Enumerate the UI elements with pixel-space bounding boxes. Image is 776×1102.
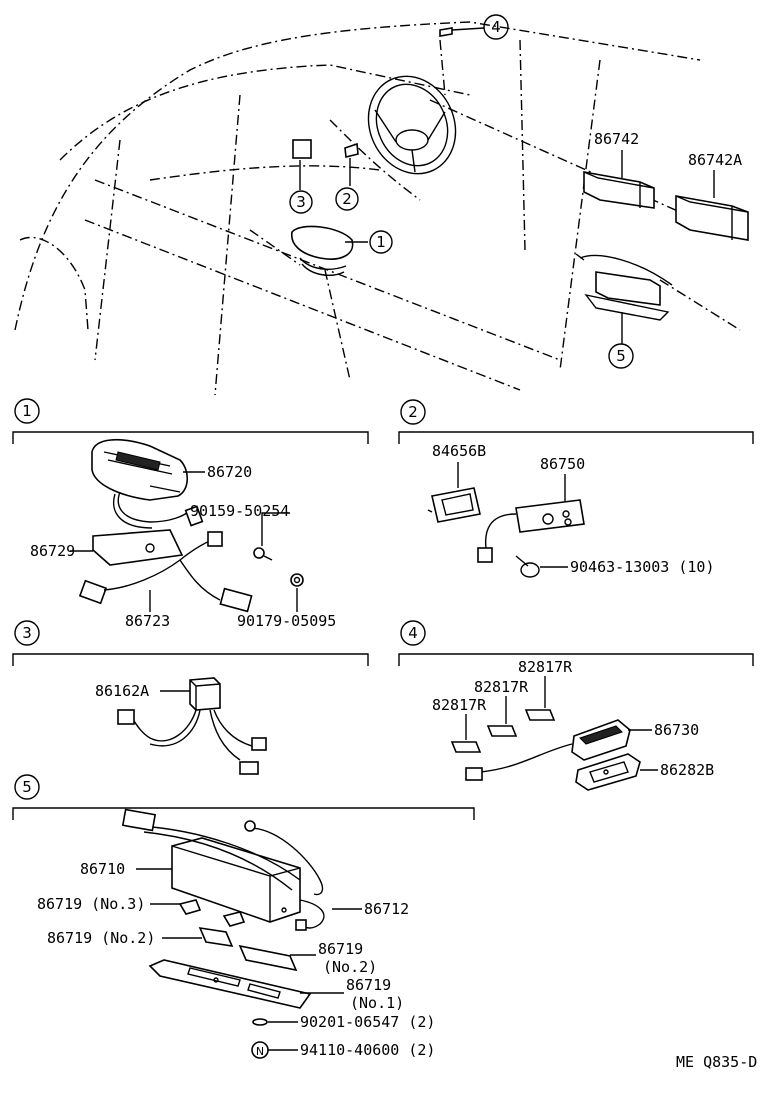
switch-86750-thumbnail [344, 142, 359, 158]
bracket-86719-no3-drawing [178, 899, 246, 927]
nut-90179-drawing [290, 573, 304, 587]
box-86742 [583, 171, 655, 209]
label-86710: 86710 [80, 860, 125, 878]
svg-text:4: 4 [408, 624, 418, 642]
label-86730: 86730 [654, 721, 699, 739]
label-86750: 86750 [540, 455, 585, 473]
bezel-84656b-drawing [427, 487, 481, 523]
bracket-86719-no2-left-drawing [198, 926, 234, 948]
svg-text:1: 1 [376, 233, 386, 251]
label-90201-06547: 90201-06547 (2) [300, 1013, 435, 1031]
label-86712: 86712 [364, 900, 409, 918]
module-86162a-drawing [117, 677, 267, 775]
handset-thumbnail [291, 225, 354, 276]
transceiver-86710-drawing [121, 808, 325, 931]
label-86729: 86729 [30, 542, 75, 560]
section-3: 3 86162A [12, 620, 369, 775]
callout-4: 4 [483, 14, 509, 40]
switch-86750-drawing [477, 499, 585, 563]
label-90463-13003: 90463-13003 (10) [570, 558, 715, 576]
section-2: 2 84656B 86750 90463-13003 (10) [398, 399, 754, 578]
vehicle-outline [14, 21, 741, 396]
nut-94110-drawing: N [251, 1041, 269, 1059]
label-86719-no2-right: 86719 [318, 940, 363, 958]
label-86162a: 86162A [95, 682, 149, 700]
drawing-code: ME Q835-D [676, 1053, 757, 1071]
callout-2: 2 [335, 187, 359, 211]
label-86719-no2-left: 86719 (No.2) [47, 929, 155, 947]
harness-86723-drawing [78, 531, 253, 613]
box-86742a [675, 195, 749, 241]
label-86742a: 86742A [688, 151, 742, 169]
map-lamp-thumbnail [439, 27, 453, 37]
label-86742: 86742 [594, 130, 639, 148]
label-no2-right-suffix: (No.2) [323, 958, 377, 976]
label-86723: 86723 [125, 612, 170, 630]
screw-90159-drawing [253, 547, 273, 561]
clamp-90463-drawing [515, 555, 540, 578]
svg-text:N: N [256, 1045, 264, 1058]
svg-text:3: 3 [296, 193, 306, 211]
callout-1: 1 [369, 230, 393, 254]
bracket-86729-drawing [92, 529, 184, 566]
section-4: 4 82817R 82817R 82817R 86730 86282B [398, 620, 754, 791]
label-82817r-3: 82817R [518, 658, 573, 676]
label-86719-no1: 86719 [346, 976, 391, 994]
steering-wheel-drawing [367, 75, 457, 175]
label-86719-no3: 86719 (No.3) [37, 895, 145, 913]
label-82817r-1: 82817R [432, 696, 487, 714]
bracket-86719-no2-right-drawing [238, 944, 298, 972]
label-90179-05095: 90179-05095 [237, 612, 336, 630]
label-94110-40600: 94110-40600 (2) [300, 1041, 435, 1059]
svg-text:5: 5 [22, 778, 32, 796]
svg-text:3: 3 [22, 624, 32, 642]
section-5: 5 86710 86712 86719 (No.3) 86719 (N [12, 774, 475, 1059]
transceiver-thumbnail [575, 253, 673, 321]
handset-86720-drawing [91, 438, 204, 529]
plate-86719-no1-drawing [148, 959, 312, 1009]
svg-text:1: 1 [22, 402, 32, 420]
label-86282b: 86282B [660, 761, 714, 779]
label-84656b: 84656B [432, 442, 486, 460]
washer-90201-drawing [252, 1018, 268, 1026]
svg-text:5: 5 [616, 347, 626, 365]
svg-text:4: 4 [491, 18, 501, 36]
pads-82817r-drawing [450, 709, 556, 753]
callout-3: 3 [289, 190, 313, 214]
module-86162a-thumbnail [292, 139, 312, 159]
section-1: 1 86720 86729 86723 [12, 398, 369, 630]
callout-5: 5 [608, 343, 634, 369]
label-no1-suffix: (No.1) [350, 994, 404, 1012]
label-82817r-2: 82817R [474, 678, 529, 696]
lamp-86730-drawing [465, 719, 631, 781]
label-86720: 86720 [207, 463, 252, 481]
cover-86282b-drawing [575, 753, 641, 791]
label-90159-50254: 90159-50254 [190, 502, 289, 520]
svg-text:2: 2 [342, 190, 352, 208]
svg-text:2: 2 [408, 403, 418, 421]
